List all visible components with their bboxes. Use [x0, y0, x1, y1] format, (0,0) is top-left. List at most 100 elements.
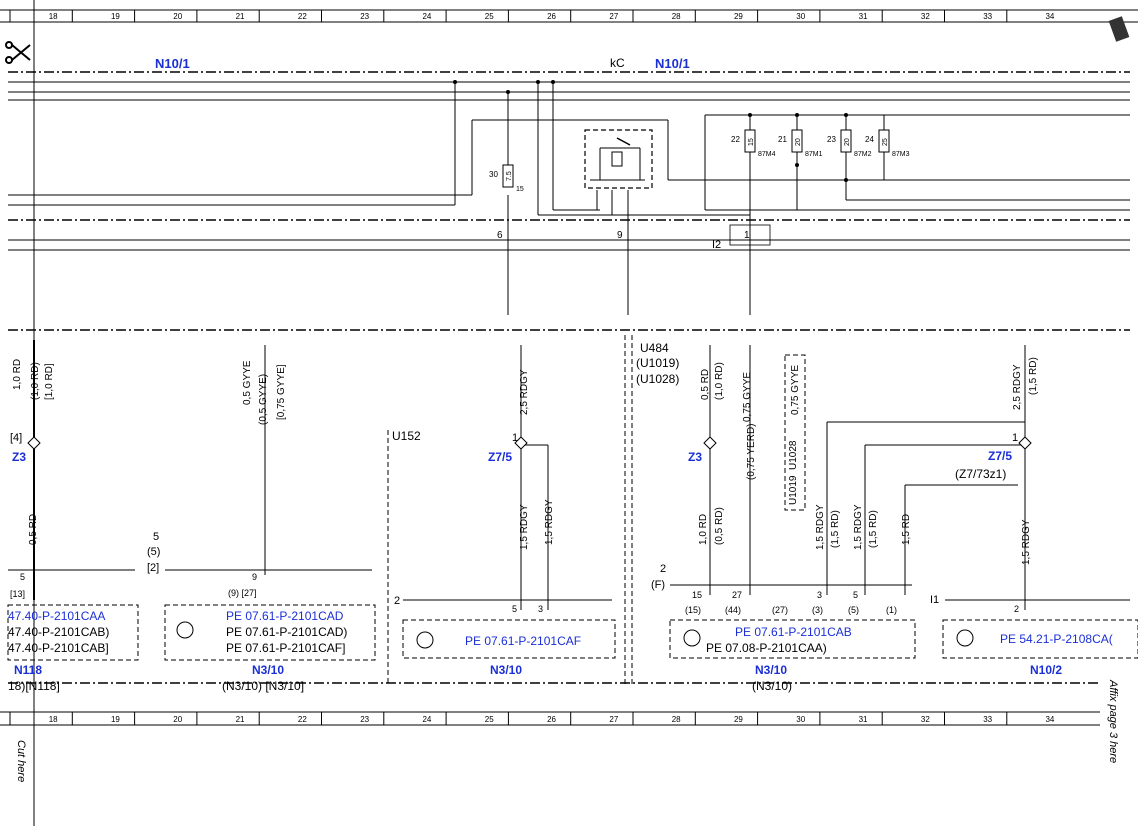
u1028-label: (U1028): [636, 372, 679, 386]
ruler-number: 32: [921, 715, 930, 724]
wire-label: U1019: [788, 475, 799, 505]
kc-label: kC: [610, 56, 625, 70]
wire-label: 1,5 RDGY: [853, 504, 864, 550]
wire-label: (0,75 YERD): [746, 423, 757, 480]
svg-text:(F): (F): [651, 579, 665, 591]
pin-9: 9: [617, 230, 623, 241]
fuse-output: 87M3: [892, 151, 910, 158]
svg-text:N10/2: N10/2: [1030, 663, 1062, 677]
fuse-number: 22: [731, 135, 740, 144]
ruler-number: 31: [859, 12, 868, 21]
svg-text:(27): (27): [772, 605, 788, 615]
ruler-number: 30: [796, 12, 805, 21]
pin-6: 6: [497, 230, 503, 241]
ruler-number: 34: [1045, 715, 1054, 724]
svg-text:[13]: [13]: [10, 589, 25, 599]
scissors-icon: [5, 41, 31, 64]
wire-label: (1,5 RD): [868, 510, 879, 548]
affix-text: Affix page 3 here: [1107, 679, 1119, 763]
ruler-number: 30: [796, 715, 805, 724]
module-n102: I1 2 PE 54.21-P-2108CA( N10/2: [930, 594, 1138, 677]
ruler-number: 32: [921, 12, 930, 21]
wire-label: 1,0 RD: [12, 359, 23, 390]
svg-text:27: 27: [732, 590, 742, 600]
junction-dots: [453, 80, 848, 182]
fuse-value: 15: [748, 138, 755, 146]
ruler-number: 22: [298, 12, 307, 21]
svg-text:(9) [27]: (9) [27]: [228, 588, 257, 598]
ruler-number: 24: [422, 715, 431, 724]
wire-label: [0,75 GYYE]: [276, 364, 287, 420]
fuse-number: 30: [489, 170, 498, 179]
module-n310-b: 2 5 3 PE 07.61-P-2101CAF N3/10: [394, 595, 616, 677]
wire-label: 1,5 RD: [901, 514, 912, 545]
z75-right-pin: 1: [1012, 432, 1018, 444]
fuse-output: 87M4: [758, 151, 776, 158]
svg-text:(5): (5): [147, 546, 160, 558]
relay-box: [584, 129, 653, 189]
fuse-value: 20: [795, 138, 802, 146]
svg-text:5: 5: [853, 590, 858, 600]
z3-mid: Z3: [688, 450, 702, 464]
wire-label: 0,75 GYYE: [742, 372, 753, 422]
svg-text:PE 07.08-P-2101CAA): PE 07.08-P-2101CAA): [706, 641, 827, 655]
bus-lines: [8, 81, 1130, 315]
ruler-number: 28: [672, 12, 681, 21]
fuse-output: 87M1: [805, 151, 823, 158]
svg-text:15: 15: [692, 590, 702, 600]
ruler-number: 31: [859, 715, 868, 724]
wire-label: 1,5 RDGY: [815, 504, 826, 550]
cut-text: Cut here: [15, 740, 27, 782]
fuse-number: 24: [865, 135, 874, 144]
n101-left-label: N10/1: [155, 56, 190, 71]
wire-label: (1,5 RD): [830, 510, 841, 548]
u484-label: U484: [640, 341, 669, 355]
ruler-number: 33: [983, 715, 992, 724]
svg-text:(5): (5): [848, 605, 859, 615]
fuse-output: 15: [516, 186, 524, 193]
wire-label: U1028: [788, 440, 799, 470]
ruler-number: 23: [360, 715, 369, 724]
module-n310-a: 5 (5) [2] 9 (9) [27] PE 07.61-P-2101CAD …: [147, 531, 376, 693]
wire-label: 0,5 RD: [28, 514, 39, 545]
wire-label: 2,5 RDGY: [519, 369, 530, 415]
ruler-number: 18: [49, 12, 58, 21]
fuse-number: 21: [778, 135, 787, 144]
pin-1: 1: [744, 230, 750, 241]
i2-label: I2: [712, 239, 721, 251]
svg-text:N118: N118: [14, 663, 42, 677]
svg-text:47.40-P-2101CAB]: 47.40-P-2101CAB]: [8, 641, 109, 655]
wire-label: 1,5 RDGY: [519, 504, 530, 550]
u152-label: U152: [392, 429, 421, 443]
ruler-number: 22: [298, 715, 307, 724]
svg-text:5: 5: [512, 604, 517, 614]
svg-text:(N3/10) [N3/10]: (N3/10) [N3/10]: [222, 679, 304, 693]
svg-text:N3/10: N3/10: [490, 663, 522, 677]
svg-text:I1: I1: [930, 594, 939, 606]
svg-text:PE 07.61-P-2101CAF]: PE 07.61-P-2101CAF]: [226, 641, 345, 655]
svg-text:N3/10: N3/10: [252, 663, 284, 677]
wire-label: [1,0 RD]: [44, 363, 55, 400]
wire-label: 2,5 RDGY: [1012, 364, 1023, 410]
wire-label: (1,0 RD): [30, 362, 41, 400]
z75-right: Z7/5: [988, 449, 1012, 463]
ruler-number: 26: [547, 715, 556, 724]
ruler-number: 27: [609, 12, 618, 21]
svg-text:(N3/10): (N3/10): [752, 679, 792, 693]
ruler-number: 28: [672, 715, 681, 724]
wire-label: 1,0 RD: [698, 514, 709, 545]
wire-label: (0,5 GYYE): [258, 374, 269, 425]
ruler-number: 34: [1045, 12, 1054, 21]
svg-text:(15): (15): [685, 605, 701, 615]
ruler-number: 33: [983, 12, 992, 21]
wire-label: 1,5 RDGY: [1021, 519, 1032, 565]
svg-text:N3/10: N3/10: [755, 663, 787, 677]
splice-diamonds: [27, 436, 1032, 450]
ruler-number: 20: [173, 12, 182, 21]
svg-text:3: 3: [817, 590, 822, 600]
svg-text:PE 54.21-P-2108CA(: PE 54.21-P-2108CA(: [1000, 632, 1113, 646]
